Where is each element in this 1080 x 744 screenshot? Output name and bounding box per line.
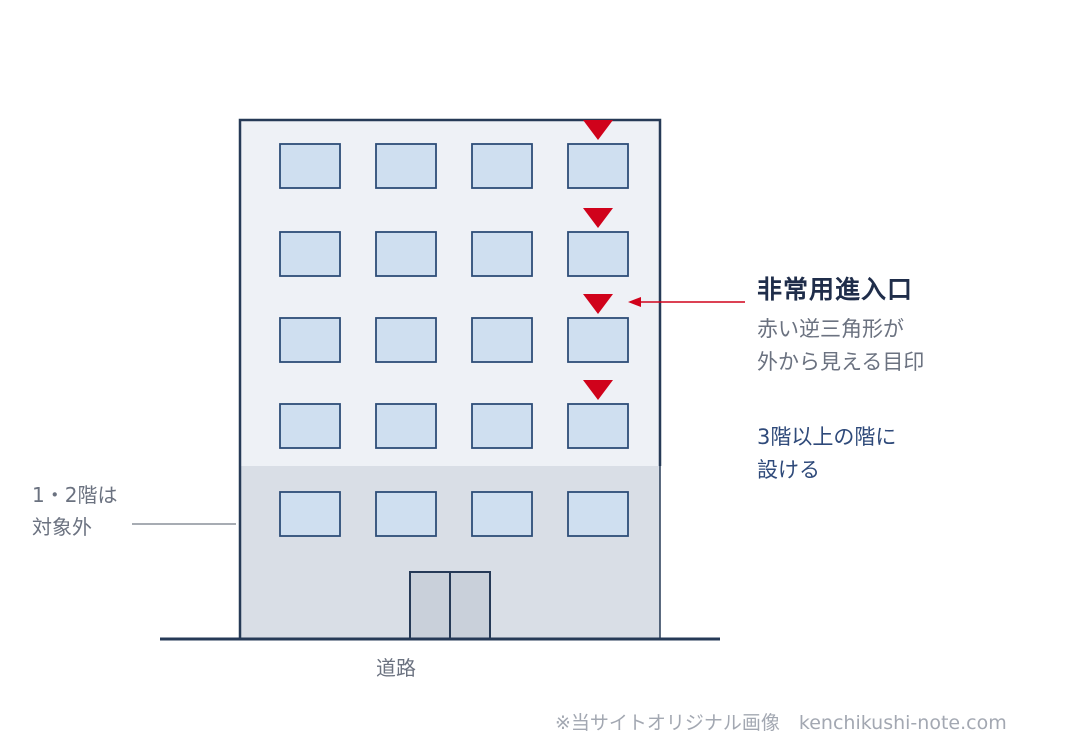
window-floor-2-1 <box>279 403 341 449</box>
rule-line-1: 3階以上の階に <box>757 425 897 449</box>
window-floor-4-4 <box>567 231 629 277</box>
rule-line-2: 設ける <box>757 458 820 482</box>
building-outline <box>238 118 662 639</box>
window-floor-4-1 <box>279 231 341 277</box>
emergency-entry-title: 非常用進入口 <box>757 275 914 304</box>
window-floor-1-4 <box>567 491 629 537</box>
window-floor-1-1 <box>279 491 341 537</box>
window-floor-4-3 <box>471 231 533 277</box>
image-credit: ※当サイトオリジナル画像 kenchikushi-note.com <box>555 712 1007 734</box>
window-floor-4-2 <box>375 231 437 277</box>
entry-marker-triangle <box>583 380 613 400</box>
window-floor-2-4 <box>567 403 629 449</box>
entry-marker-triangle <box>583 120 613 140</box>
window-floor-2-3 <box>471 403 533 449</box>
window-floor-5-1 <box>279 143 341 189</box>
window-floor-3-3 <box>471 317 533 363</box>
side-note-line-2: 対象外 <box>32 515 92 539</box>
entry-marker-triangle <box>583 208 613 228</box>
entry-marker-triangle <box>583 294 613 314</box>
window-floor-3-1 <box>279 317 341 363</box>
window-floor-2-2 <box>375 403 437 449</box>
window-floor-5-2 <box>375 143 437 189</box>
road-label: 道路 <box>376 656 416 680</box>
window-floor-3-2 <box>375 317 437 363</box>
callout-arrowhead <box>628 297 641 307</box>
side-note-line-1: 1・2階は <box>32 483 118 507</box>
entry-markers-group <box>583 120 613 400</box>
window-floor-3-4 <box>567 317 629 363</box>
window-floor-5-4 <box>567 143 629 189</box>
description-line-2: 外から見える目印 <box>757 350 925 374</box>
description-line-1: 赤い逆三角形が <box>757 317 904 341</box>
window-floor-1-2 <box>375 491 437 537</box>
windows-group <box>279 143 629 537</box>
window-floor-5-3 <box>471 143 533 189</box>
window-floor-1-3 <box>471 491 533 537</box>
